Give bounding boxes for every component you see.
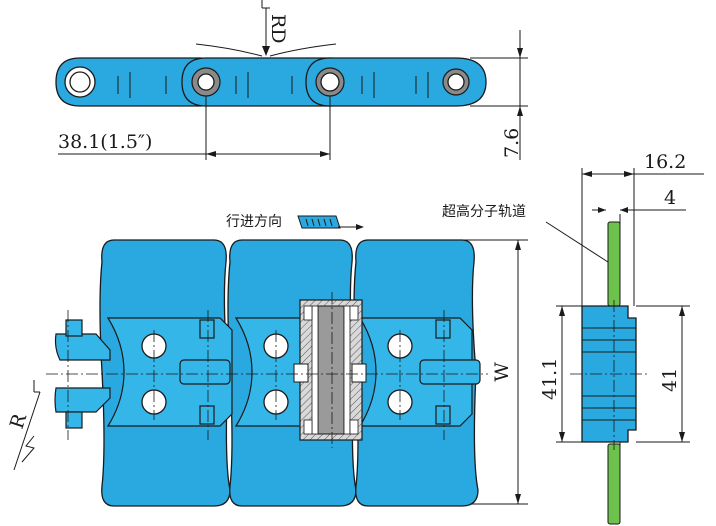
body-height-inner-label: 41	[659, 368, 681, 392]
direction-arrow-icon	[297, 215, 364, 230]
end-view-chain: 16.2 4 超高分子轨道 41.1	[442, 151, 704, 525]
travel-direction-label: 行进方向	[226, 214, 282, 230]
side-view-chain: 38.1(1.5″) 7.6	[55, 0, 528, 160]
pitch-label: 38.1(1.5″)	[58, 131, 152, 153]
track-offset-label: 4	[664, 187, 676, 209]
width-label: W	[491, 362, 513, 382]
top-view-chain: W	[6, 239, 528, 507]
pin-section	[317, 305, 345, 435]
link-body-1	[106, 317, 233, 427]
side-link-3	[305, 57, 487, 107]
track-material-label: 超高分子轨道	[442, 203, 526, 220]
radius-label: R	[6, 410, 32, 431]
link-height-label: 7.6	[501, 128, 523, 158]
track-bottom	[607, 443, 621, 525]
track-top	[607, 221, 621, 307]
total-width-label: 16.2	[644, 151, 686, 173]
body-height-outer-label: 41.1	[539, 358, 561, 400]
rd-label: RD	[267, 14, 289, 44]
